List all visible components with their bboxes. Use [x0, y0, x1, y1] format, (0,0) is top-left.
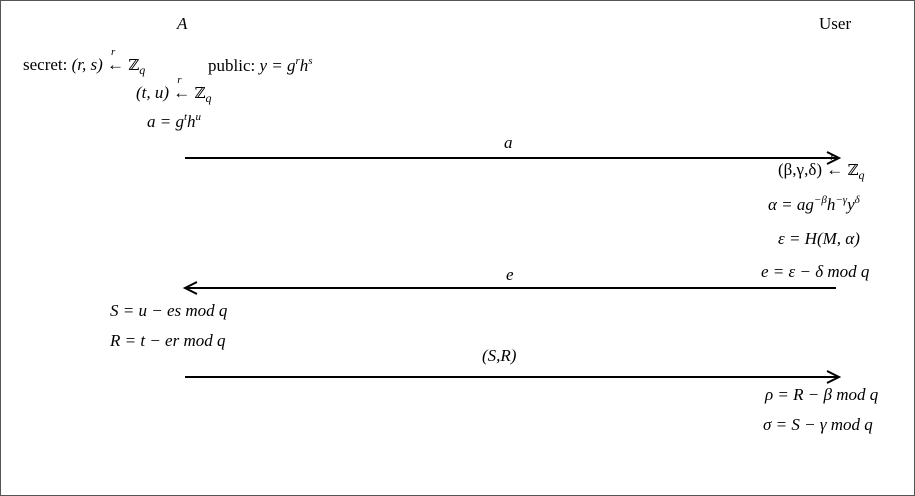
- S-definition-line: S = u − es mod q: [110, 301, 228, 320]
- alpha-line: α = ag−βh−γyδ: [768, 194, 860, 214]
- sigma-line: σ = S − γ mod q: [763, 415, 873, 434]
- message-a-label: a: [504, 133, 513, 152]
- random-draw-arrow: ←r: [107, 46, 125, 74]
- party-A-label: A: [177, 14, 188, 33]
- random-draw-arrow: ←r: [173, 74, 191, 102]
- epsilon-line: ε = H(M, α): [778, 229, 860, 248]
- secret-vars: (r, s): [71, 55, 103, 74]
- R-definition-line: R = t − er mod q: [110, 331, 226, 350]
- rho-line: ρ = R − β mod q: [765, 385, 879, 404]
- tu-draw-line: (t, u) ←r ℤq: [136, 74, 212, 105]
- secret-label: secret:: [23, 55, 68, 74]
- arrow-e-head: [182, 281, 198, 295]
- message-SR-label: (S,R): [482, 346, 517, 365]
- party-user-label: User: [819, 14, 852, 33]
- public-line: public: y = grhs: [208, 55, 313, 75]
- secret-line: secret: (r, s) ←r ℤq: [23, 46, 146, 77]
- public-label: public:: [208, 56, 256, 75]
- arrow-a-head: [826, 151, 842, 165]
- e-definition-line: e = ε − δ mod q: [761, 262, 870, 281]
- set-Zq: ℤ: [128, 56, 140, 74]
- arrow-SR-head: [826, 370, 842, 384]
- commitment-line: a = gthu: [147, 111, 202, 131]
- message-e-label: e: [506, 265, 514, 284]
